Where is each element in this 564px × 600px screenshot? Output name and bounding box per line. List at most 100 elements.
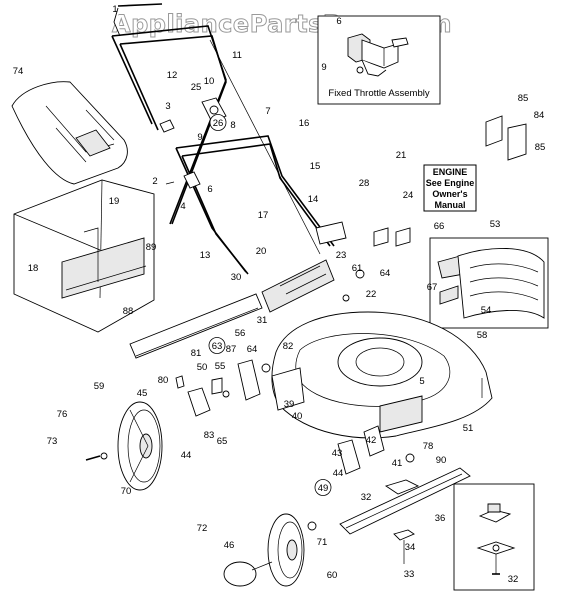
callout-36: 36 [435,513,446,524]
callout-22: 22 [366,289,377,300]
callout-71: 71 [317,537,328,548]
callout-9: 9 [197,132,202,143]
fixed-throttle-inset: Fixed Throttle Assembly [317,15,441,105]
callout-54: 54 [481,305,492,316]
callout-90: 90 [436,455,447,466]
callout-76: 76 [57,409,68,420]
callout-72: 72 [197,523,208,534]
blade [339,467,471,564]
fixed-throttle-caption: Fixed Throttle Assembly [328,88,429,99]
callout-5: 5 [419,376,424,387]
callout-4: 4 [180,201,185,212]
engine-note: ENGINE See Engine Owner's Manual [423,164,477,212]
blade-adapter-inset [453,483,535,591]
callout-49: 49 [318,483,329,494]
callout-60: 60 [327,570,338,581]
callout-45: 45 [137,388,148,399]
callout-58: 58 [477,330,488,341]
callout-83: 83 [204,430,215,441]
callout-39: 39 [284,399,295,410]
callout-6: 6 [207,184,212,195]
callout-circle [314,479,332,496]
callout-9: 9 [321,62,326,73]
callout-19: 19 [109,196,120,207]
callout-8: 8 [230,120,235,131]
engine-line-2: See Engine [426,178,475,188]
callout-50: 50 [197,362,208,373]
mower-deck [271,311,493,439]
rear-wheel [85,401,163,491]
callout-28: 28 [359,178,370,189]
callout-13: 13 [200,250,211,261]
callout-labels: 1234567891011121314151617181920212223242… [13,4,546,585]
height-adjusters [175,359,415,475]
callout-3: 3 [165,101,170,112]
callout-81: 81 [191,348,202,359]
callout-73: 73 [47,436,58,447]
callout-59: 59 [94,381,105,392]
callout-15: 15 [310,161,321,172]
callout-30: 30 [231,272,242,283]
callout-88: 88 [123,306,134,317]
rear-deflector-inset [429,237,549,329]
callout-32: 32 [361,492,372,503]
rear-door [129,259,335,359]
callout-87: 87 [226,344,237,355]
callout-14: 14 [308,194,319,205]
callout-10: 10 [204,76,215,87]
callout-44: 44 [333,468,344,479]
callout-2: 2 [152,176,157,187]
front-wheel [223,513,317,587]
misc-hardware [342,115,527,302]
callout-circle [208,337,226,354]
callout-66: 66 [434,221,445,232]
callout-31: 31 [257,315,268,326]
callout-85: 85 [518,93,529,104]
callout-6: 6 [336,16,341,27]
callout-43: 43 [332,448,343,459]
callout-53: 53 [490,219,501,230]
callout-42: 42 [366,435,377,446]
callout-circle [209,114,227,131]
callout-65: 65 [217,436,228,447]
callout-23: 23 [336,250,347,261]
callout-20: 20 [256,246,267,257]
callout-12: 12 [167,70,178,81]
callout-41: 41 [392,458,403,469]
callout-21: 21 [396,150,407,161]
callout-55: 55 [215,361,226,372]
callout-40: 40 [292,411,303,422]
callout-64: 64 [380,268,391,279]
bag-cover [11,81,128,185]
callout-24: 24 [403,190,414,201]
callout-61: 61 [352,263,363,274]
grass-bag [13,179,155,333]
callout-34: 34 [405,542,416,553]
engine-line-3: Owner's [432,189,467,199]
callout-44: 44 [181,450,192,461]
callout-64: 64 [247,344,258,355]
engine-line-4: Manual [434,200,465,210]
callout-85: 85 [535,142,546,153]
callout-80: 80 [158,375,169,386]
callout-82: 82 [283,341,294,352]
callout-18: 18 [28,263,39,274]
callout-51: 51 [463,423,474,434]
callout-63: 63 [212,341,223,352]
callout-78: 78 [423,441,434,452]
callout-16: 16 [299,118,310,129]
callout-67: 67 [427,282,438,293]
callout-56: 56 [235,328,246,339]
callout-70: 70 [121,486,132,497]
engine-title: ENGINE [433,167,468,177]
callout-1: 1 [112,4,117,15]
callout-26: 26 [213,118,224,129]
callout-74: 74 [13,66,24,77]
callout-11: 11 [232,50,242,61]
callout-33: 33 [404,569,415,580]
callout-17: 17 [258,210,269,221]
callout-84: 84 [534,110,545,121]
callout-89: 89 [146,242,157,253]
callout-46: 46 [224,540,235,551]
